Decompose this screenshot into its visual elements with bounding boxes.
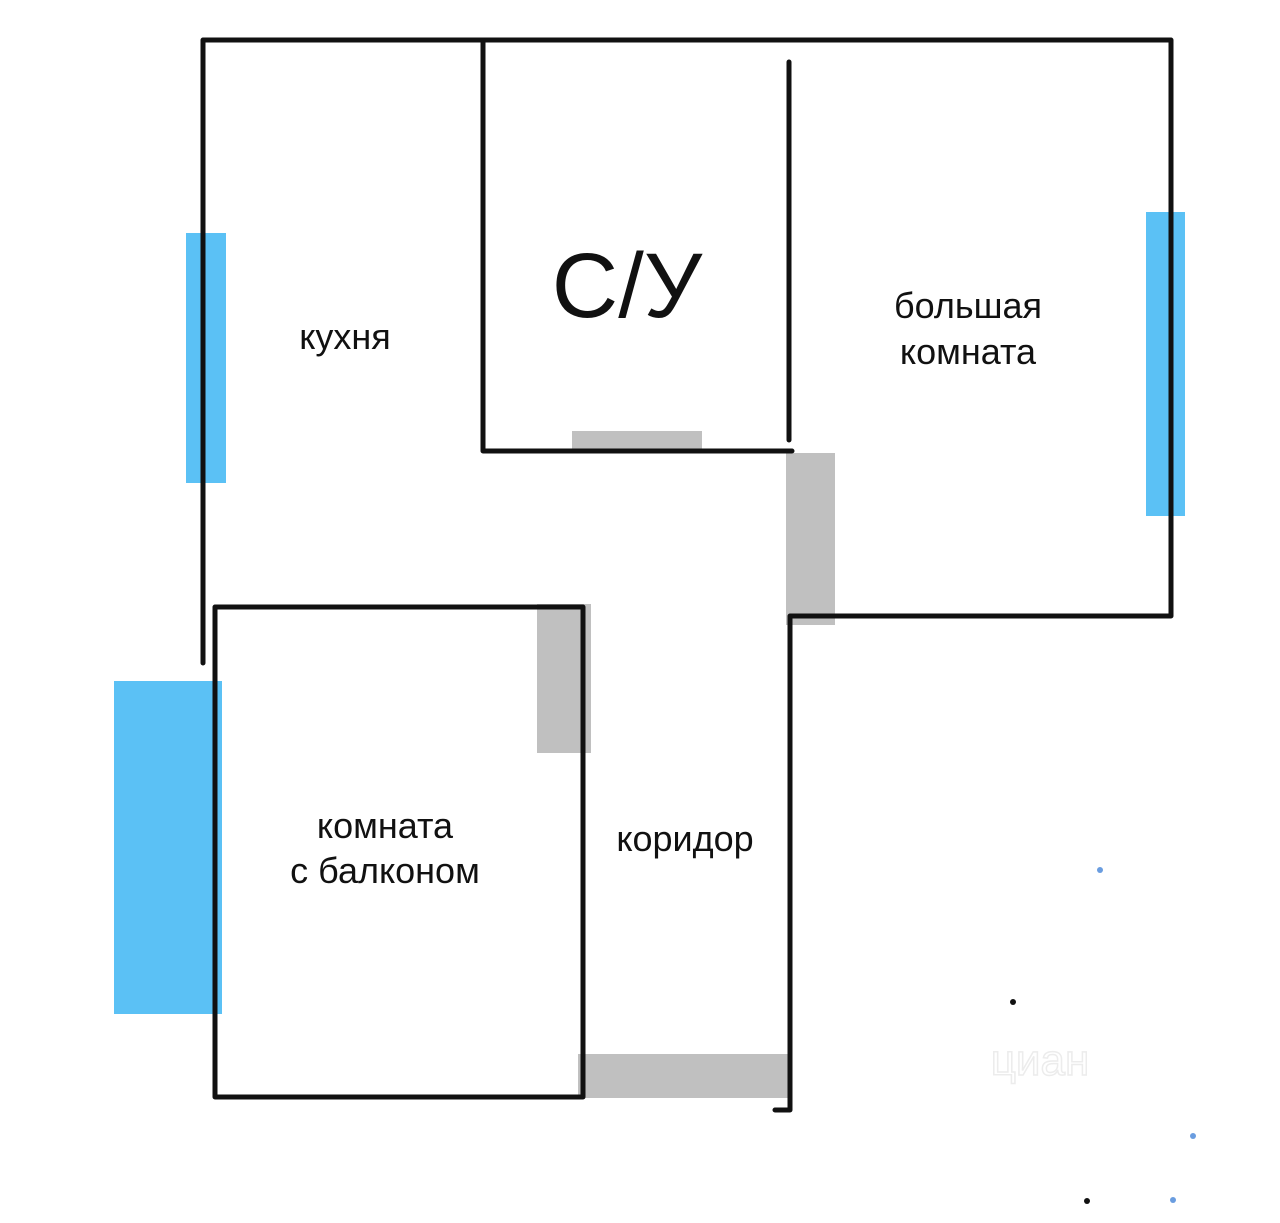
walls xyxy=(200,37,1174,1113)
room-label-balcony-room-1: комната xyxy=(317,805,454,846)
room-label-big-room-2: комната xyxy=(900,331,1037,372)
window-big-room xyxy=(1146,212,1185,516)
door-bathroom xyxy=(572,431,702,451)
door-entrance xyxy=(578,1054,788,1098)
room-label-bathroom: С/У xyxy=(552,235,703,337)
window-kitchen xyxy=(186,233,226,483)
door-big-room xyxy=(786,453,835,625)
room-label-corridor: коридор xyxy=(616,818,753,859)
room-label-balcony-room-2: с балконом xyxy=(290,850,480,891)
room-label-big-room-1: большая xyxy=(894,285,1042,326)
room-label-kitchen: кухня xyxy=(299,316,391,357)
window-balcony xyxy=(114,681,222,1014)
watermark-logo: циан xyxy=(991,1036,1090,1085)
stray-dots xyxy=(1010,867,1196,1204)
